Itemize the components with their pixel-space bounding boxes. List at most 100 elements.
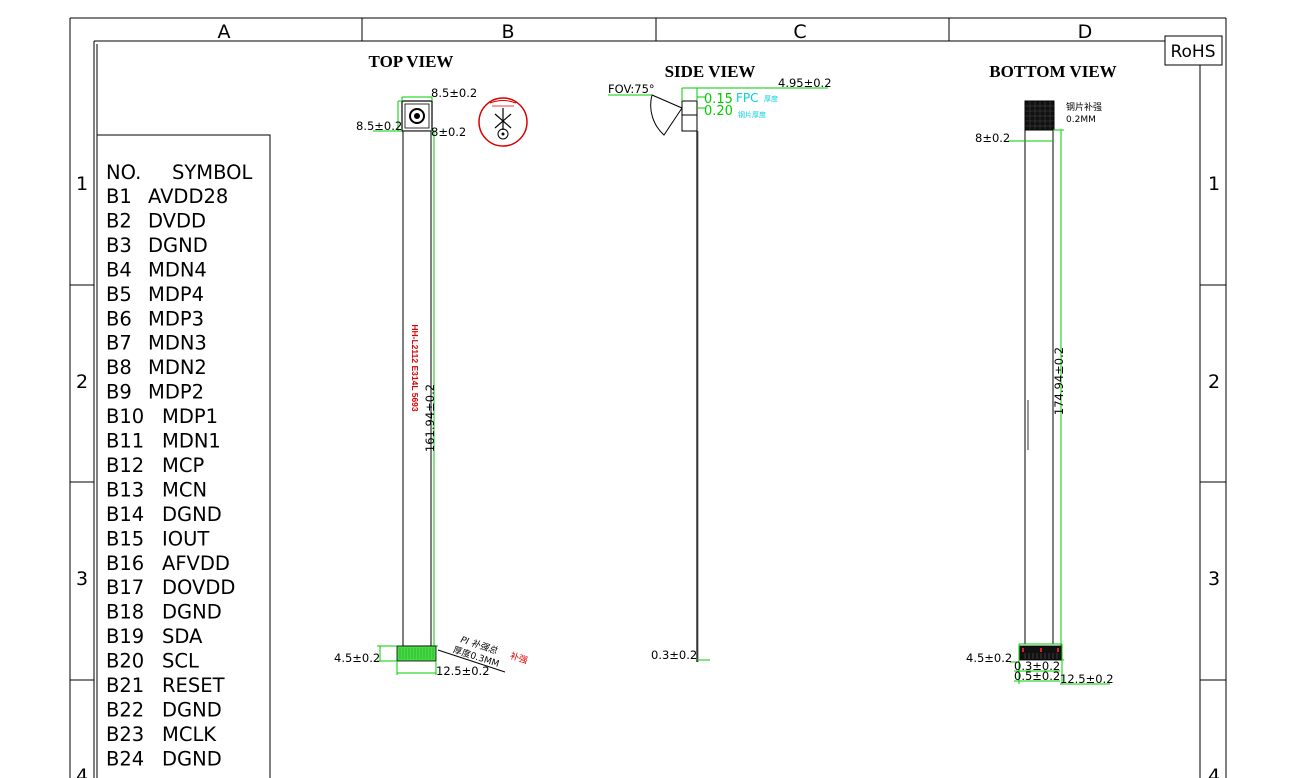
- top-view-dim-length: 161.94±0.2: [423, 384, 437, 452]
- row-label-3-left: 3: [76, 568, 88, 590]
- rohs-label: RoHS: [1170, 42, 1215, 62]
- top-view-stiffener-note-red: 补强: [509, 650, 530, 667]
- pin-symbol: DVDD: [148, 209, 206, 232]
- pin-symbol: MDN4: [148, 258, 207, 281]
- top-view-part-marking: HH-L2112 E314L 5693: [410, 324, 420, 412]
- top-view-dim-conn-width: 12.5±0.2: [436, 664, 490, 678]
- bottom-view-connector: [1019, 645, 1062, 661]
- pin-symbol: SDA: [162, 625, 203, 648]
- row-label-1-right: 1: [1208, 173, 1220, 195]
- column-label-b: B: [501, 21, 514, 43]
- bottom-view-dim-neck: 8±0.2: [975, 131, 1010, 145]
- side-view-fpc-thickness: 0.15: [704, 92, 733, 107]
- top-view-dim-width: 8.5±0.2: [431, 86, 477, 100]
- bottom-view-dim-length: 174.94±0.2: [1052, 347, 1066, 415]
- pin-number: B15: [106, 527, 144, 550]
- top-view-connector: [396, 645, 437, 662]
- pin-number: B24: [106, 747, 144, 770]
- side-view-fov: FOV:75°: [608, 82, 655, 96]
- row-label-3-right: 3: [1208, 568, 1220, 590]
- pin-symbol: MDP2: [148, 381, 204, 404]
- bottom-view-dim-b: 0.5±0.2: [1014, 669, 1060, 683]
- pin-number: B23: [106, 723, 144, 746]
- side-view-fpc-label: FPC: [736, 91, 759, 105]
- pin-symbol: SCL: [162, 650, 199, 673]
- bottom-view-title: BOTTOM VIEW: [989, 62, 1116, 81]
- side-view-fpc-label-small: 厚度: [764, 94, 778, 103]
- pin-number: B17: [106, 576, 144, 599]
- pin-number: B19: [106, 625, 144, 648]
- pin-symbol: MCP: [162, 454, 204, 477]
- pin-symbol: MDN1: [162, 430, 221, 453]
- pin-number: B6: [106, 307, 132, 330]
- top-view-title: TOP VIEW: [369, 52, 454, 71]
- bottom-view-steel-stiffener: [1024, 100, 1055, 131]
- side-view: SIDE VIEW FOV:75° 4.95±0.2 0.15 FPC 厚度 0…: [608, 62, 832, 662]
- pin-number: B10: [106, 405, 144, 428]
- pin-symbol: DGND: [162, 503, 222, 526]
- pin-number: B2: [106, 209, 132, 232]
- row-label-2-left: 2: [76, 371, 88, 393]
- pin-symbol: DGND: [162, 747, 222, 770]
- pin-symbol: MDN3: [148, 332, 207, 355]
- top-view-fpc: [402, 130, 432, 647]
- pin-number: B4: [106, 258, 132, 281]
- pin-symbol: DGND: [148, 234, 208, 257]
- pin-symbol: DOVDD: [162, 576, 235, 599]
- pin-symbol: AVDD28: [148, 185, 228, 208]
- bottom-view-steel-thickness: 0.2MM: [1066, 115, 1096, 125]
- bottom-view-steel-note: 钢片补强: [1066, 101, 1102, 113]
- pin-symbol: MDN2: [148, 356, 207, 379]
- rohs-stamp-icon: [478, 97, 528, 147]
- pin-number: B8: [106, 356, 132, 379]
- pin-number: B20: [106, 650, 144, 673]
- top-view-dim-neck: 8±0.2: [431, 125, 466, 139]
- side-view-steel-label: 钢片厚度: [738, 110, 766, 119]
- pin-number: B22: [106, 698, 144, 721]
- row-label-4-right: 4: [1208, 765, 1220, 778]
- side-view-title: SIDE VIEW: [665, 62, 756, 81]
- pin-table-header-no: NO.: [106, 161, 141, 184]
- row-label-1-left: 1: [76, 173, 88, 195]
- row-label-4-left: 4: [76, 765, 88, 778]
- bottom-view-dim-conn-height: 4.5±0.2: [966, 651, 1012, 665]
- bottom-view-dim-a: 0.3±0.2: [1014, 659, 1060, 673]
- pin-number: B13: [106, 478, 144, 501]
- pin-symbol: MDP4: [148, 283, 204, 306]
- pin-number: B3: [106, 234, 132, 257]
- bottom-view-fpc: [1024, 129, 1054, 645]
- pin-number: B9: [106, 381, 132, 404]
- pin-symbol: MCLK: [162, 723, 217, 746]
- pin-number: B7: [106, 332, 132, 355]
- side-view-dim-height: 4.95±0.2: [778, 76, 832, 90]
- fov-cone: [650, 94, 683, 136]
- row-label-2-right: 2: [1208, 371, 1220, 393]
- pin-symbol: DGND: [162, 698, 222, 721]
- pin-table-header-symbol: SYMBOL: [172, 161, 252, 184]
- pin-number: B18: [106, 601, 144, 624]
- pin-symbol: IOUT: [162, 527, 209, 550]
- pin-number: B21: [106, 674, 144, 697]
- column-label-c: C: [793, 21, 806, 43]
- pin-number: B12: [106, 454, 144, 477]
- column-label-a: A: [218, 21, 231, 43]
- pin-number: B1: [106, 185, 132, 208]
- pin-symbol: RESET: [162, 674, 225, 697]
- pin-symbol: MDP3: [148, 307, 204, 330]
- bottom-view-dim-conn-width: 12.5±0.2: [1060, 672, 1114, 686]
- lens-icon: [409, 108, 425, 124]
- pin-number: B5: [106, 283, 132, 306]
- side-view-steel-thickness: 0.20: [704, 104, 733, 119]
- pin-symbol: AFVDD: [162, 552, 230, 575]
- pin-symbol: DGND: [162, 601, 222, 624]
- side-view-module: [681, 100, 698, 132]
- rohs-box: [1164, 35, 1223, 66]
- pin-number: B11: [106, 430, 144, 453]
- pin-symbol: MCN: [162, 478, 207, 501]
- side-view-dim-bottom: 0.3±0.2: [651, 648, 697, 662]
- pin-number: B16: [106, 552, 144, 575]
- bottom-view: BOTTOM VIEW 钢片补强 0.2MM: [966, 62, 1117, 686]
